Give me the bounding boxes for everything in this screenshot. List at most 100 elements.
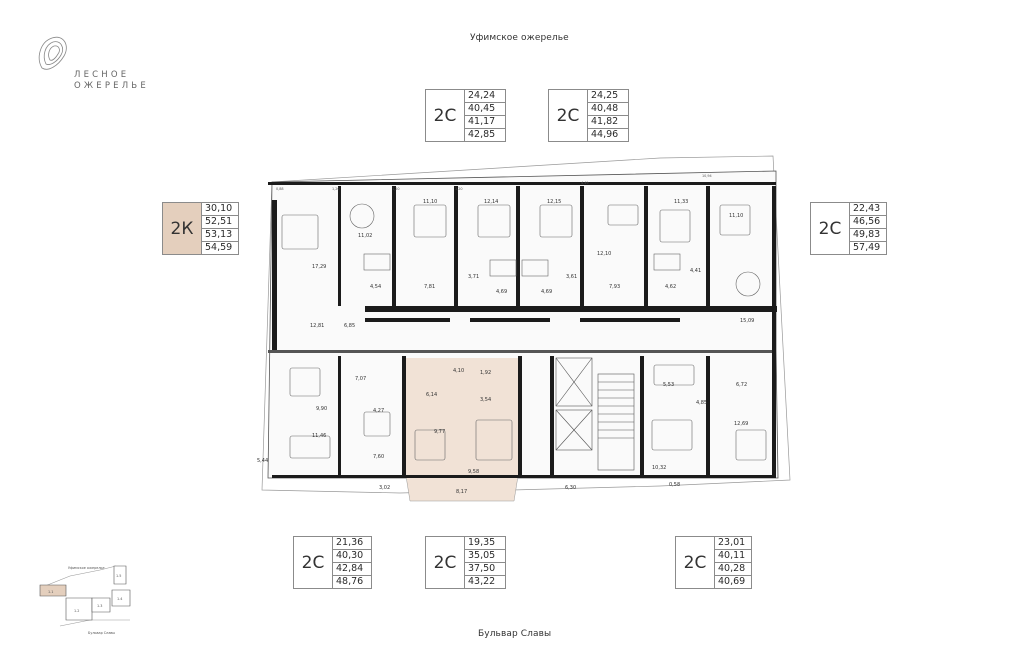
logo-line-1: ЛЕСНОЕ xyxy=(74,70,130,80)
area-value: 48,76 xyxy=(336,576,364,587)
room-label: 6,72 xyxy=(736,382,747,388)
room-label: 4,69 xyxy=(541,289,552,295)
key-plan-section-1.1 xyxy=(39,584,67,597)
key-plan-label: 1.4 xyxy=(117,597,122,601)
room-label: 1,92 xyxy=(480,370,491,376)
key-plan-label: 1.1 xyxy=(48,590,53,594)
area-value: 21,36 xyxy=(333,537,371,550)
room-label: 8,17 xyxy=(456,489,467,495)
room-label: 11,10 xyxy=(423,199,437,205)
area-value: 46,56 xyxy=(850,216,886,229)
room-label: 4,62 xyxy=(665,284,676,290)
key-plan-street-bottom: Бульвар Славы xyxy=(88,631,115,635)
key-plan-label: 1.2 xyxy=(74,609,79,613)
area-value: 42,85 xyxy=(468,129,496,140)
key-plan-section-1.4 xyxy=(111,589,131,607)
area-value: 40,48 xyxy=(588,103,628,116)
room-label: 1,20 xyxy=(392,187,400,191)
room-label: 5,44 xyxy=(257,458,268,464)
highlighted-apartment xyxy=(406,358,518,476)
room-label: 17,29 xyxy=(312,264,326,270)
site-outline xyxy=(261,155,791,494)
area-value: 57,49 xyxy=(853,242,881,253)
room-label: 1,20 xyxy=(332,187,340,191)
room-label: 12,15 xyxy=(547,199,561,205)
room-label: 10,94 xyxy=(702,174,712,178)
area-value: 19,35 xyxy=(465,537,505,550)
area-value: 40,28 xyxy=(715,563,751,576)
apartment-code: 2С xyxy=(426,537,465,588)
area-value: 24,24 xyxy=(465,90,505,103)
logo-line-2: ОЖЕРЕЛЬЕ xyxy=(74,81,149,91)
area-value: 40,30 xyxy=(333,550,371,563)
room-label: 11,46 xyxy=(312,433,326,439)
area-value: 41,17 xyxy=(465,116,505,129)
room-label: 7,07 xyxy=(355,376,366,382)
logo-mark-icon xyxy=(38,36,67,70)
area-value: 54,59 xyxy=(205,242,233,253)
room-label: 0,58 xyxy=(669,482,680,488)
apartment-card-1[interactable]: 2С 24,24 40,45 41,17 42,85 xyxy=(425,89,506,142)
area-value: 30,10 xyxy=(202,203,238,216)
furniture xyxy=(281,203,767,461)
area-value: 49,83 xyxy=(850,229,886,242)
room-label: 4,54 xyxy=(370,284,381,290)
apartment-card-3[interactable]: 2К 30,10 52,51 53,13 54,59 xyxy=(162,202,239,255)
key-plan-label: 1.5 xyxy=(116,574,121,578)
key-plan-section-1.5 xyxy=(113,565,127,585)
area-value: 40,11 xyxy=(715,550,751,563)
walls xyxy=(268,182,777,478)
room-labels: 0,88 1,20 1,20 1,20 4,49 10,94 11,10 12,… xyxy=(257,174,754,495)
apartment-card-4[interactable]: 2С 22,43 46,56 49,83 57,49 xyxy=(810,202,887,255)
area-value: 43,22 xyxy=(468,576,496,587)
apartment-card-5[interactable]: 2С 21,36 40,30 42,84 48,76 xyxy=(293,536,372,589)
room-label: 3,71 xyxy=(468,274,479,280)
area-value: 22,43 xyxy=(850,203,886,216)
room-label: 6,14 xyxy=(426,392,437,398)
apartment-card-7[interactable]: 2С 23,01 40,11 40,28 40,69 xyxy=(675,536,752,589)
area-value: 53,13 xyxy=(202,229,238,242)
room-label: 12,81 xyxy=(310,323,324,329)
area-value: 23,01 xyxy=(715,537,751,550)
street-bottom-label: Бульвар Славы xyxy=(478,629,552,639)
room-label: 9,90 xyxy=(316,406,327,412)
stair-core xyxy=(555,357,635,471)
apartment-code: 2С xyxy=(426,90,465,141)
area-value: 40,69 xyxy=(718,576,746,587)
room-label: 7,93 xyxy=(609,284,620,290)
area-value: 52,51 xyxy=(202,216,238,229)
room-label: 3,61 xyxy=(566,274,577,280)
area-value: 40,45 xyxy=(465,103,505,116)
room-label: 7,81 xyxy=(424,284,435,290)
room-label: 15,09 xyxy=(740,318,754,324)
room-label: 3,54 xyxy=(480,397,491,403)
room-label: 5,53 xyxy=(663,382,674,388)
key-plan-street-top: Уфимское ожерелье xyxy=(68,566,105,570)
area-value: 24,25 xyxy=(588,90,628,103)
logo: ЛЕСНОЕ ОЖЕРЕЛЬЕ xyxy=(30,30,160,100)
room-label: 12,14 xyxy=(484,199,498,205)
apartment-code: 2С xyxy=(811,203,850,254)
room-label: 4,27 xyxy=(373,408,384,414)
room-label: 12,10 xyxy=(597,251,611,257)
room-label: 1,20 xyxy=(455,187,463,191)
apartment-code: 2К xyxy=(163,203,202,254)
area-value: 35,05 xyxy=(465,550,505,563)
apartment-code: 2С xyxy=(676,537,715,588)
key-plan-label: 1.3 xyxy=(97,604,102,608)
area-value: 37,50 xyxy=(465,563,505,576)
room-label: 4,85 xyxy=(696,400,707,406)
room-label: 3,02 xyxy=(379,485,390,491)
key-plan: Уфимское ожерелье Бульвар Славы 1.1 1.2 … xyxy=(39,565,131,635)
room-label: 10,32 xyxy=(652,465,666,471)
room-label: 7,60 xyxy=(373,454,384,460)
room-label: 6,30 xyxy=(565,485,576,491)
room-label: 11,33 xyxy=(674,199,688,205)
apartment-card-2[interactable]: 2С 24,25 40,48 41,82 44,96 xyxy=(548,89,629,142)
apartment-card-6[interactable]: 2С 19,35 35,05 37,50 43,22 xyxy=(425,536,506,589)
room-label: 9,77 xyxy=(434,429,445,435)
street-top-label: Уфимское ожерелье xyxy=(470,33,569,43)
room-label: 9,58 xyxy=(468,469,479,475)
room-label: 4,10 xyxy=(453,368,464,374)
